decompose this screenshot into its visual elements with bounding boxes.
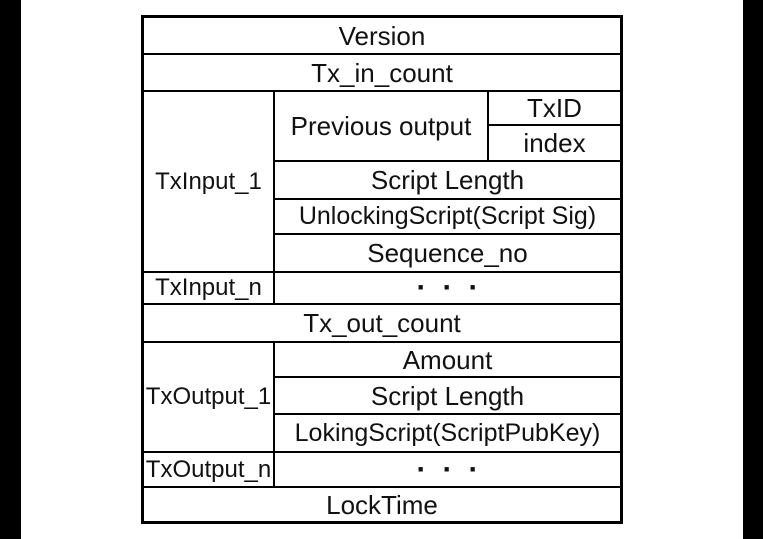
cell-tx-out-count: Tx_out_count	[144, 305, 620, 341]
cell-version: Version	[144, 18, 620, 53]
cell-locking-script: LokingScript(ScriptPubKey)	[275, 415, 620, 451]
cell-sequence-no: Sequence_no	[275, 235, 620, 271]
cell-tx-output-1-label: TxOutput_1	[144, 343, 273, 451]
cell-tx-input-n-label: TxInput_n	[144, 273, 273, 303]
left-black-bar	[0, 0, 21, 539]
transaction-structure-table: Version Tx_in_count TxInput_1 Previous o…	[141, 15, 623, 524]
cell-input-ellipsis: ···	[275, 273, 620, 303]
cell-input-script-length: Script Length	[275, 162, 620, 198]
right-black-bar	[743, 0, 763, 539]
cell-locktime: LockTime	[144, 488, 620, 521]
cell-output-script-length: Script Length	[275, 378, 620, 413]
cell-output-ellipsis: ···	[275, 453, 620, 486]
cell-tx-in-count: Tx_in_count	[144, 55, 620, 90]
cell-tx-input-1-label: TxInput_1	[144, 92, 273, 271]
cell-index: index	[489, 126, 620, 160]
cell-previous-output: Previous output	[275, 92, 487, 160]
cell-tx-output-n-label: TxOutput_n	[144, 453, 273, 486]
cell-txid: TxID	[489, 92, 620, 124]
cell-unlocking-script: UnlockingScript(Script Sig)	[275, 200, 620, 233]
cell-amount: Amount	[275, 343, 620, 376]
